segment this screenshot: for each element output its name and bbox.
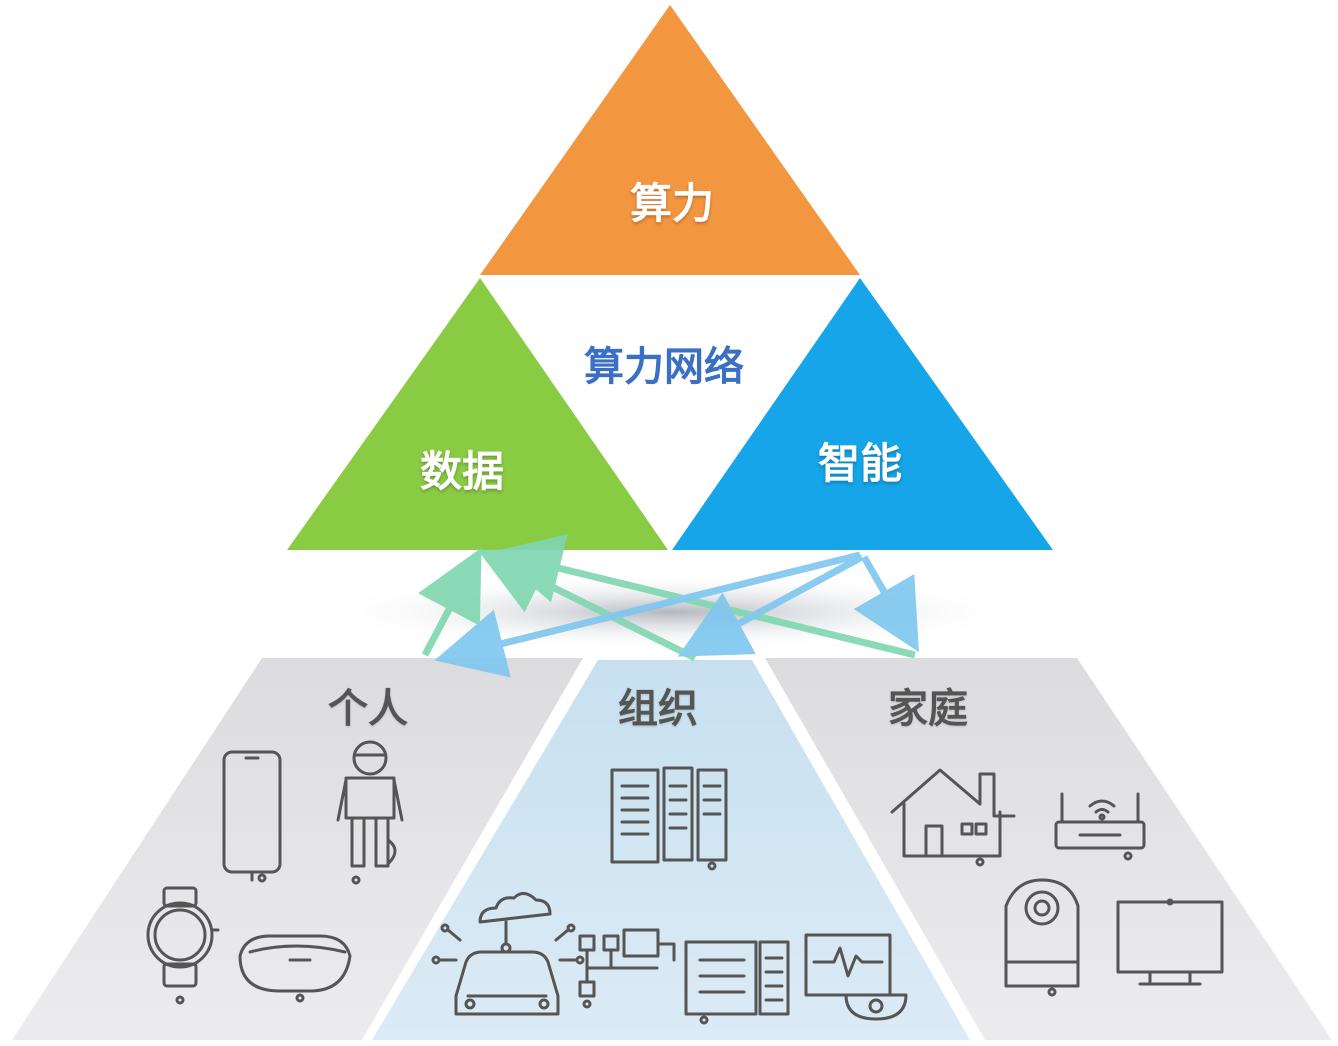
exoskeleton-person-icon — [336, 740, 404, 885]
monitor-icon — [1116, 898, 1224, 986]
vr-glasses-icon — [238, 934, 352, 1003]
arrow-personal-to-data — [417, 547, 482, 657]
label-organization: 组织 — [618, 686, 698, 732]
panel-home — [765, 658, 1332, 1040]
pyramid-shadow — [310, 574, 1030, 650]
label-data: 数据 — [420, 447, 505, 496]
server-rack-icon — [610, 766, 728, 871]
arrow-intelligence-to-home — [853, 555, 920, 653]
triangle-intelligence — [672, 278, 1053, 550]
connection-arrows — [417, 534, 920, 678]
label-personal: 个人 — [328, 686, 408, 732]
connected-car-icon — [431, 892, 585, 1016]
smartphone-icon — [222, 750, 282, 883]
label-computing: 算力 — [630, 179, 715, 228]
triangle-computing — [480, 5, 860, 275]
panel-organization — [372, 660, 970, 1040]
house-icon — [890, 768, 1016, 867]
smartwatch-icon — [146, 886, 220, 1005]
label-computing-network: 算力网络 — [584, 344, 744, 390]
home-camera-icon — [1004, 878, 1080, 997]
triangle-data — [287, 278, 668, 550]
panel-personal — [12, 658, 583, 1040]
router-icon — [1054, 792, 1146, 861]
monitoring-camera-icon — [804, 933, 908, 1021]
arrow-intelligence-to-personal — [434, 551, 861, 678]
label-intelligence: 智能 — [818, 439, 903, 488]
arrow-intelligence-to-org — [677, 553, 864, 657]
data-center-icon — [684, 940, 790, 1025]
industrial-line-icon — [578, 928, 676, 1009]
label-home: 家庭 — [888, 686, 968, 732]
